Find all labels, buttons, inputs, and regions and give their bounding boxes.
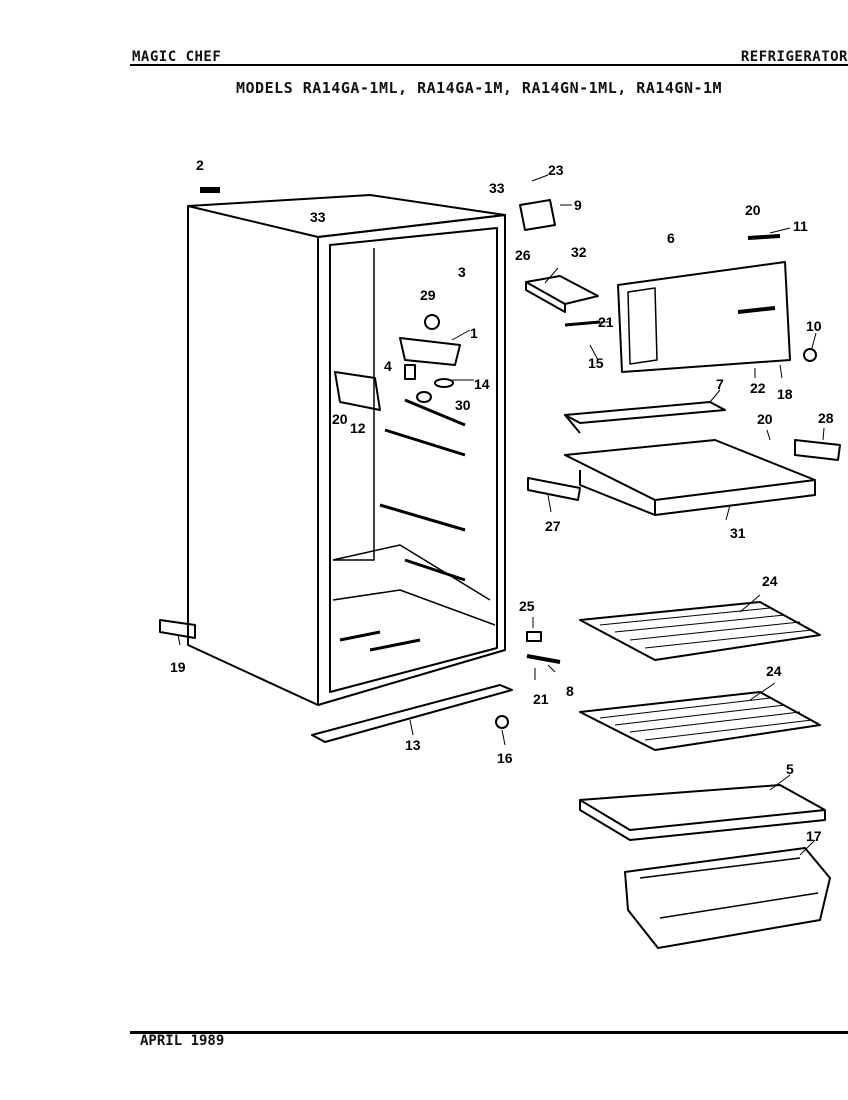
publication-date: APRIL 1989 xyxy=(140,1033,225,1049)
callout-22: 22 xyxy=(750,380,766,396)
callout-11: 11 xyxy=(793,218,808,234)
callout-33-cabinet: 33 xyxy=(310,209,326,225)
leveling-leg xyxy=(495,715,509,729)
callout-10: 10 xyxy=(806,318,822,334)
glass-shelf xyxy=(579,784,826,841)
callout-16: 16 xyxy=(497,750,513,766)
crisper xyxy=(624,847,831,949)
callout-2: 2 xyxy=(196,157,204,173)
callout-32: 32 xyxy=(571,244,587,260)
control-knob xyxy=(424,314,440,330)
freezer-door xyxy=(617,261,791,373)
callout-18: 18 xyxy=(777,386,793,402)
brand-header: MAGIC CHEF xyxy=(132,49,222,65)
light-socket xyxy=(404,364,416,380)
callout-1: 1 xyxy=(470,325,478,341)
bulb xyxy=(416,391,432,403)
callout-13: 13 xyxy=(405,737,421,753)
callout-9: 9 xyxy=(574,197,582,213)
section-header: REFRIGERATOR xyxy=(740,49,848,65)
meat-keeper xyxy=(564,439,816,501)
callout-5: 5 xyxy=(786,761,794,777)
evaporator-hinge xyxy=(519,199,556,231)
callout-25: 25 xyxy=(519,598,535,614)
callout-28: 28 xyxy=(818,410,834,426)
callout-17: 17 xyxy=(806,828,822,844)
toe-grille xyxy=(311,684,513,743)
callout-23: 23 xyxy=(548,162,564,178)
right-slide xyxy=(794,439,841,461)
callout-31: 31 xyxy=(730,525,746,541)
hinge-pin xyxy=(564,320,601,327)
callout-21-bottom: 21 xyxy=(533,691,549,707)
callout-7: 7 xyxy=(716,376,724,392)
callout-20-right: 20 xyxy=(757,411,773,427)
top-rule xyxy=(130,64,848,66)
callout-30: 30 xyxy=(455,397,471,413)
callout-27: 27 xyxy=(545,518,561,534)
wire-shelf-lower xyxy=(579,691,821,751)
control-housing xyxy=(334,371,381,411)
ice-tray xyxy=(525,275,599,313)
callout-8: 8 xyxy=(566,683,574,699)
shelf-support xyxy=(526,631,542,642)
callout-24-upper: 24 xyxy=(762,573,778,589)
left-slide xyxy=(527,477,581,501)
callout-15: 15 xyxy=(588,355,604,371)
callout-6: 6 xyxy=(667,230,675,246)
door-stop xyxy=(747,234,781,240)
callout-21-top: 21 xyxy=(598,314,614,330)
thermostat-bracket xyxy=(399,337,461,366)
callout-26: 26 xyxy=(515,247,531,263)
callout-4: 4 xyxy=(384,358,392,374)
callout-24-lower: 24 xyxy=(766,663,782,679)
callout-3: 3 xyxy=(458,264,466,280)
switch xyxy=(434,378,454,388)
drip-tray xyxy=(564,401,726,434)
cabinet xyxy=(187,187,506,706)
callout-33-liner: 33 xyxy=(489,180,505,196)
leveling-bracket xyxy=(159,619,196,639)
callout-20-left: 20 xyxy=(332,411,348,427)
bottom-rule xyxy=(130,1031,848,1034)
callout-20-top: 20 xyxy=(745,202,761,218)
latch xyxy=(803,348,817,362)
callout-19: 19 xyxy=(170,659,186,675)
wire-shelf-upper xyxy=(579,601,821,661)
shelf-bracket xyxy=(526,654,561,664)
callout-29: 29 xyxy=(420,287,436,303)
models-title: MODELS RA14GA-1ML, RA14GA-1M, RA14GN-1ML… xyxy=(236,79,723,97)
callout-12: 12 xyxy=(350,420,366,436)
callout-14: 14 xyxy=(474,376,490,392)
